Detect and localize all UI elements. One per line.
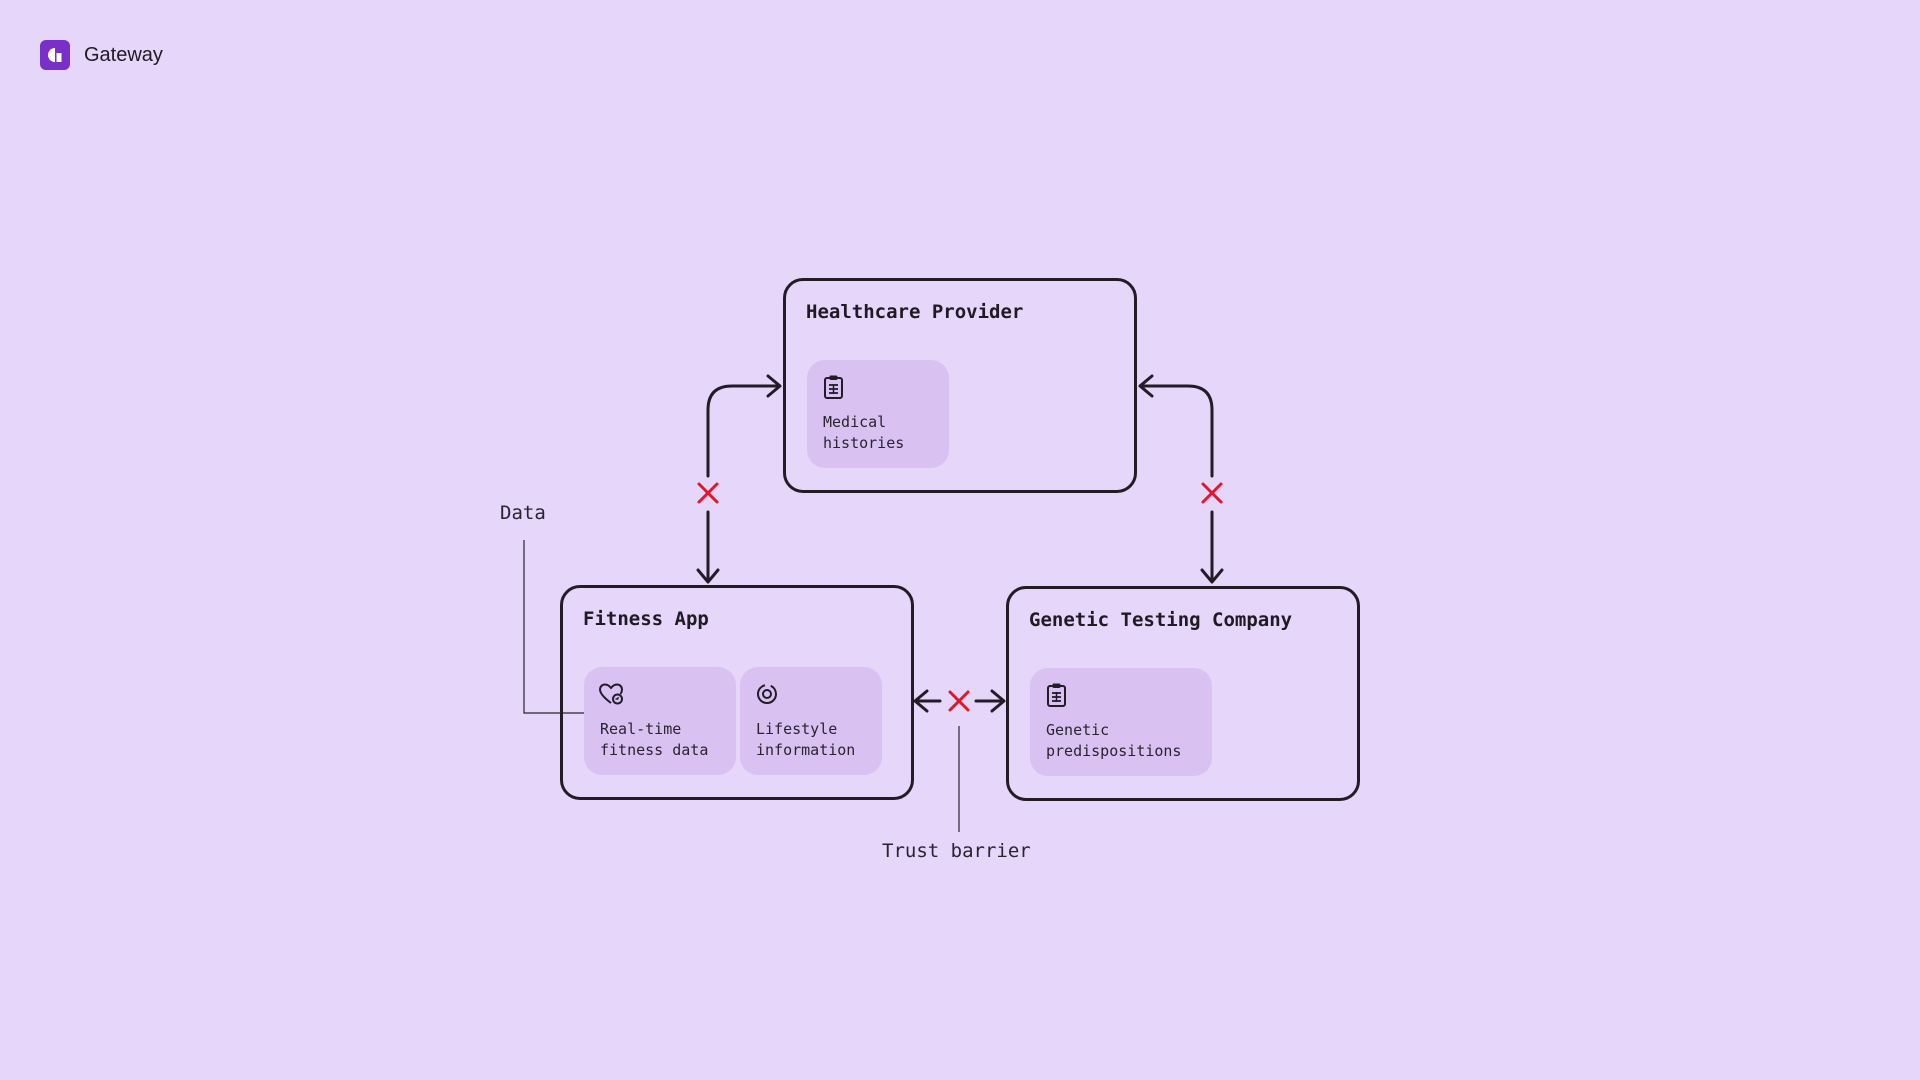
arrowhead-genetic-top (1200, 568, 1224, 584)
node-title: Fitness App (583, 608, 709, 630)
link-fitness-healthcare (706, 384, 781, 478)
node-title: Healthcare Provider (806, 301, 1024, 323)
chip-label: Lifestyle information (756, 720, 856, 759)
arrowhead-genetic-left (990, 689, 1006, 713)
gateway-logo-icon (40, 40, 70, 70)
arrowhead-healthcare-right (1138, 374, 1154, 398)
arrowhead-healthcare-left (766, 374, 782, 398)
data-chip-genetic-predispositions: Genetic predispositions (1030, 668, 1212, 776)
arrowhead-fitness-right (913, 689, 929, 713)
blocked-marker-bottom (948, 690, 970, 712)
data-chip-real-time-fitness-data: Real-time fitness data (584, 667, 736, 775)
clipboard-icon (1047, 683, 1066, 707)
arrowhead-fitness-top (696, 568, 720, 584)
link-genetic-healthcare (1139, 384, 1214, 478)
annotation-data: Data (500, 502, 546, 524)
blocked-marker-right (1201, 482, 1223, 504)
blocked-marker-left (697, 482, 719, 504)
chip-label: Medical histories (823, 413, 905, 452)
node-genetic-testing-company: Genetic Testing Company Genetic predispo… (1006, 586, 1360, 801)
annotation-trust-barrier: Trust barrier (882, 840, 1031, 862)
brand: Gateway (40, 40, 163, 70)
data-leader-line (523, 540, 592, 714)
chip-label: Real-time fitness data (600, 720, 709, 759)
node-healthcare-provider: Healthcare Provider Medical histories (783, 278, 1137, 493)
chip-label: Genetic predispositions (1046, 721, 1182, 760)
heart-pulse-icon (599, 683, 623, 705)
node-fitness-app: Fitness App Real-time fitness data Lifes… (560, 585, 914, 800)
data-chip-lifestyle-information: Lifestyle information (740, 667, 882, 775)
data-chip-medical-histories: Medical histories (807, 360, 949, 468)
clipboard-icon (824, 375, 843, 399)
target-icon (757, 684, 777, 704)
node-title: Genetic Testing Company (1029, 609, 1293, 631)
brand-name: Gateway (84, 43, 163, 66)
